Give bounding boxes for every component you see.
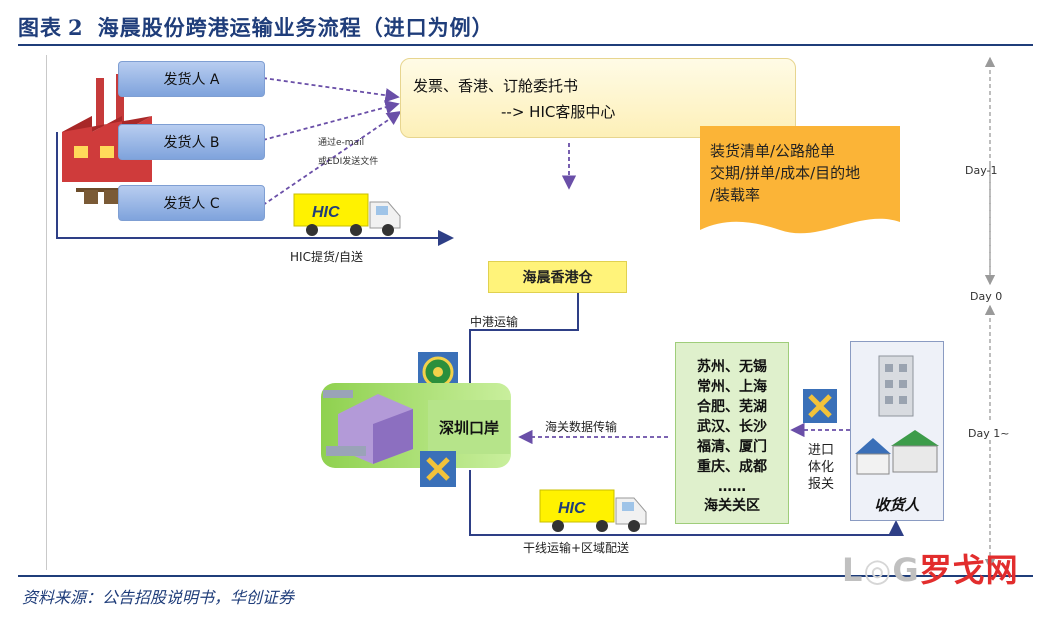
customs-zone-label: 海关关区	[704, 498, 760, 514]
arrow-hk-sz	[462, 291, 579, 400]
left-frame-line	[46, 55, 47, 570]
shipper-c: 发货人 C	[118, 185, 265, 221]
day-minus1-label: Day-1	[965, 164, 998, 177]
wm-mid: G	[892, 551, 920, 589]
wm-brand: 罗戈网	[919, 551, 1019, 589]
wm-prefix: L	[842, 551, 864, 589]
city-row: 重庆、成都	[697, 459, 767, 475]
import-line2: 体化	[808, 460, 835, 475]
hic-truck-pickup-icon: HIC	[293, 193, 401, 236]
planning-document: 装货清单/公路舱单 交期/拼单/成本/目的地 /装载率	[700, 126, 900, 234]
title-rule	[18, 44, 1033, 46]
source-rule	[18, 575, 1033, 577]
logo-watermark: L◎G罗戈网	[842, 545, 1019, 591]
receiver-label: 收货人	[874, 496, 920, 514]
import-declaration-label: 进口 体化 报关	[808, 442, 834, 493]
city-list: 苏州、无锡 常州、上海 合肥、芜湖 武汉、长沙 福清、厦门 重庆、成都 ……	[676, 357, 788, 497]
transmit-note-line1: 通过e-mail	[318, 138, 365, 148]
customs-zone-box: 苏州、无锡 常州、上海 合肥、芜湖 武汉、长沙 福清、厦门 重庆、成都 …… 海…	[675, 342, 789, 524]
city-row: 常州、上海	[697, 379, 767, 395]
tools-icon	[420, 451, 456, 487]
arrow-trunk	[469, 470, 904, 536]
day-0-label: Day 0	[970, 290, 1003, 303]
wm-ring-icon: ◎	[863, 551, 893, 589]
city-row: 福清、厦门	[697, 439, 767, 455]
shenzhen-port-box: 深圳口岸	[428, 400, 510, 454]
document-shape	[700, 126, 900, 234]
doc-line1: 装货清单/公路舱单	[710, 142, 836, 160]
truck-logo-1: HIC	[312, 204, 340, 221]
hic-center-text: --> HIC客服中心	[501, 103, 616, 121]
city-row: 苏州、无锡	[697, 359, 767, 375]
customs-data-label: 海关数据传输	[545, 420, 618, 434]
port-buildings-icon	[323, 390, 413, 464]
customer-service-box: 发票、香港、订舱委托书 --> HIC客服中心	[400, 58, 796, 138]
customs-tools-icon	[803, 389, 837, 423]
arrow-pickup	[56, 132, 454, 246]
transmit-note-line2: 或EDI发送文件	[318, 157, 379, 167]
truck-logo-2: HIC	[558, 500, 586, 517]
import-line1: 进口	[808, 443, 835, 458]
figure-title-text: 海晨股份跨港运输业务流程（进口为例）	[97, 15, 494, 40]
city-row: 合肥、芜湖	[697, 399, 767, 415]
day-1-label: Day 1~	[968, 427, 1010, 440]
source-note: 资料来源：公告招股说明书，华创证券	[22, 588, 295, 607]
import-line3: 报关	[808, 477, 835, 492]
pickup-label: HIC提货/自送	[290, 250, 363, 264]
arrow-shipper-b	[262, 100, 400, 141]
city-row: ……	[718, 479, 746, 495]
shipper-b: 发货人 B	[118, 124, 265, 160]
receiver-box: 收货人	[850, 341, 944, 521]
hk-warehouse-box: 海晨香港仓	[488, 261, 627, 293]
hic-truck-trunk-icon: HIC	[539, 489, 647, 532]
shipper-a: 发货人 A	[118, 61, 265, 97]
receiver-buildings-icon	[855, 355, 939, 475]
documents-text: 发票、香港、订舱委托书	[413, 77, 579, 95]
doc-line3: /装载率	[710, 186, 761, 204]
trunk-transport-label: 干线运输+区域配送	[523, 541, 630, 555]
city-row: 武汉、长沙	[697, 419, 767, 435]
doc-line2: 交期/拼单/成本/目的地	[710, 164, 861, 182]
arrow-shipper-a	[262, 77, 400, 103]
figure-prefix: 图表	[18, 15, 62, 40]
hk-transport-label: 中港运输	[470, 315, 519, 329]
figure-number: 2	[68, 15, 84, 40]
